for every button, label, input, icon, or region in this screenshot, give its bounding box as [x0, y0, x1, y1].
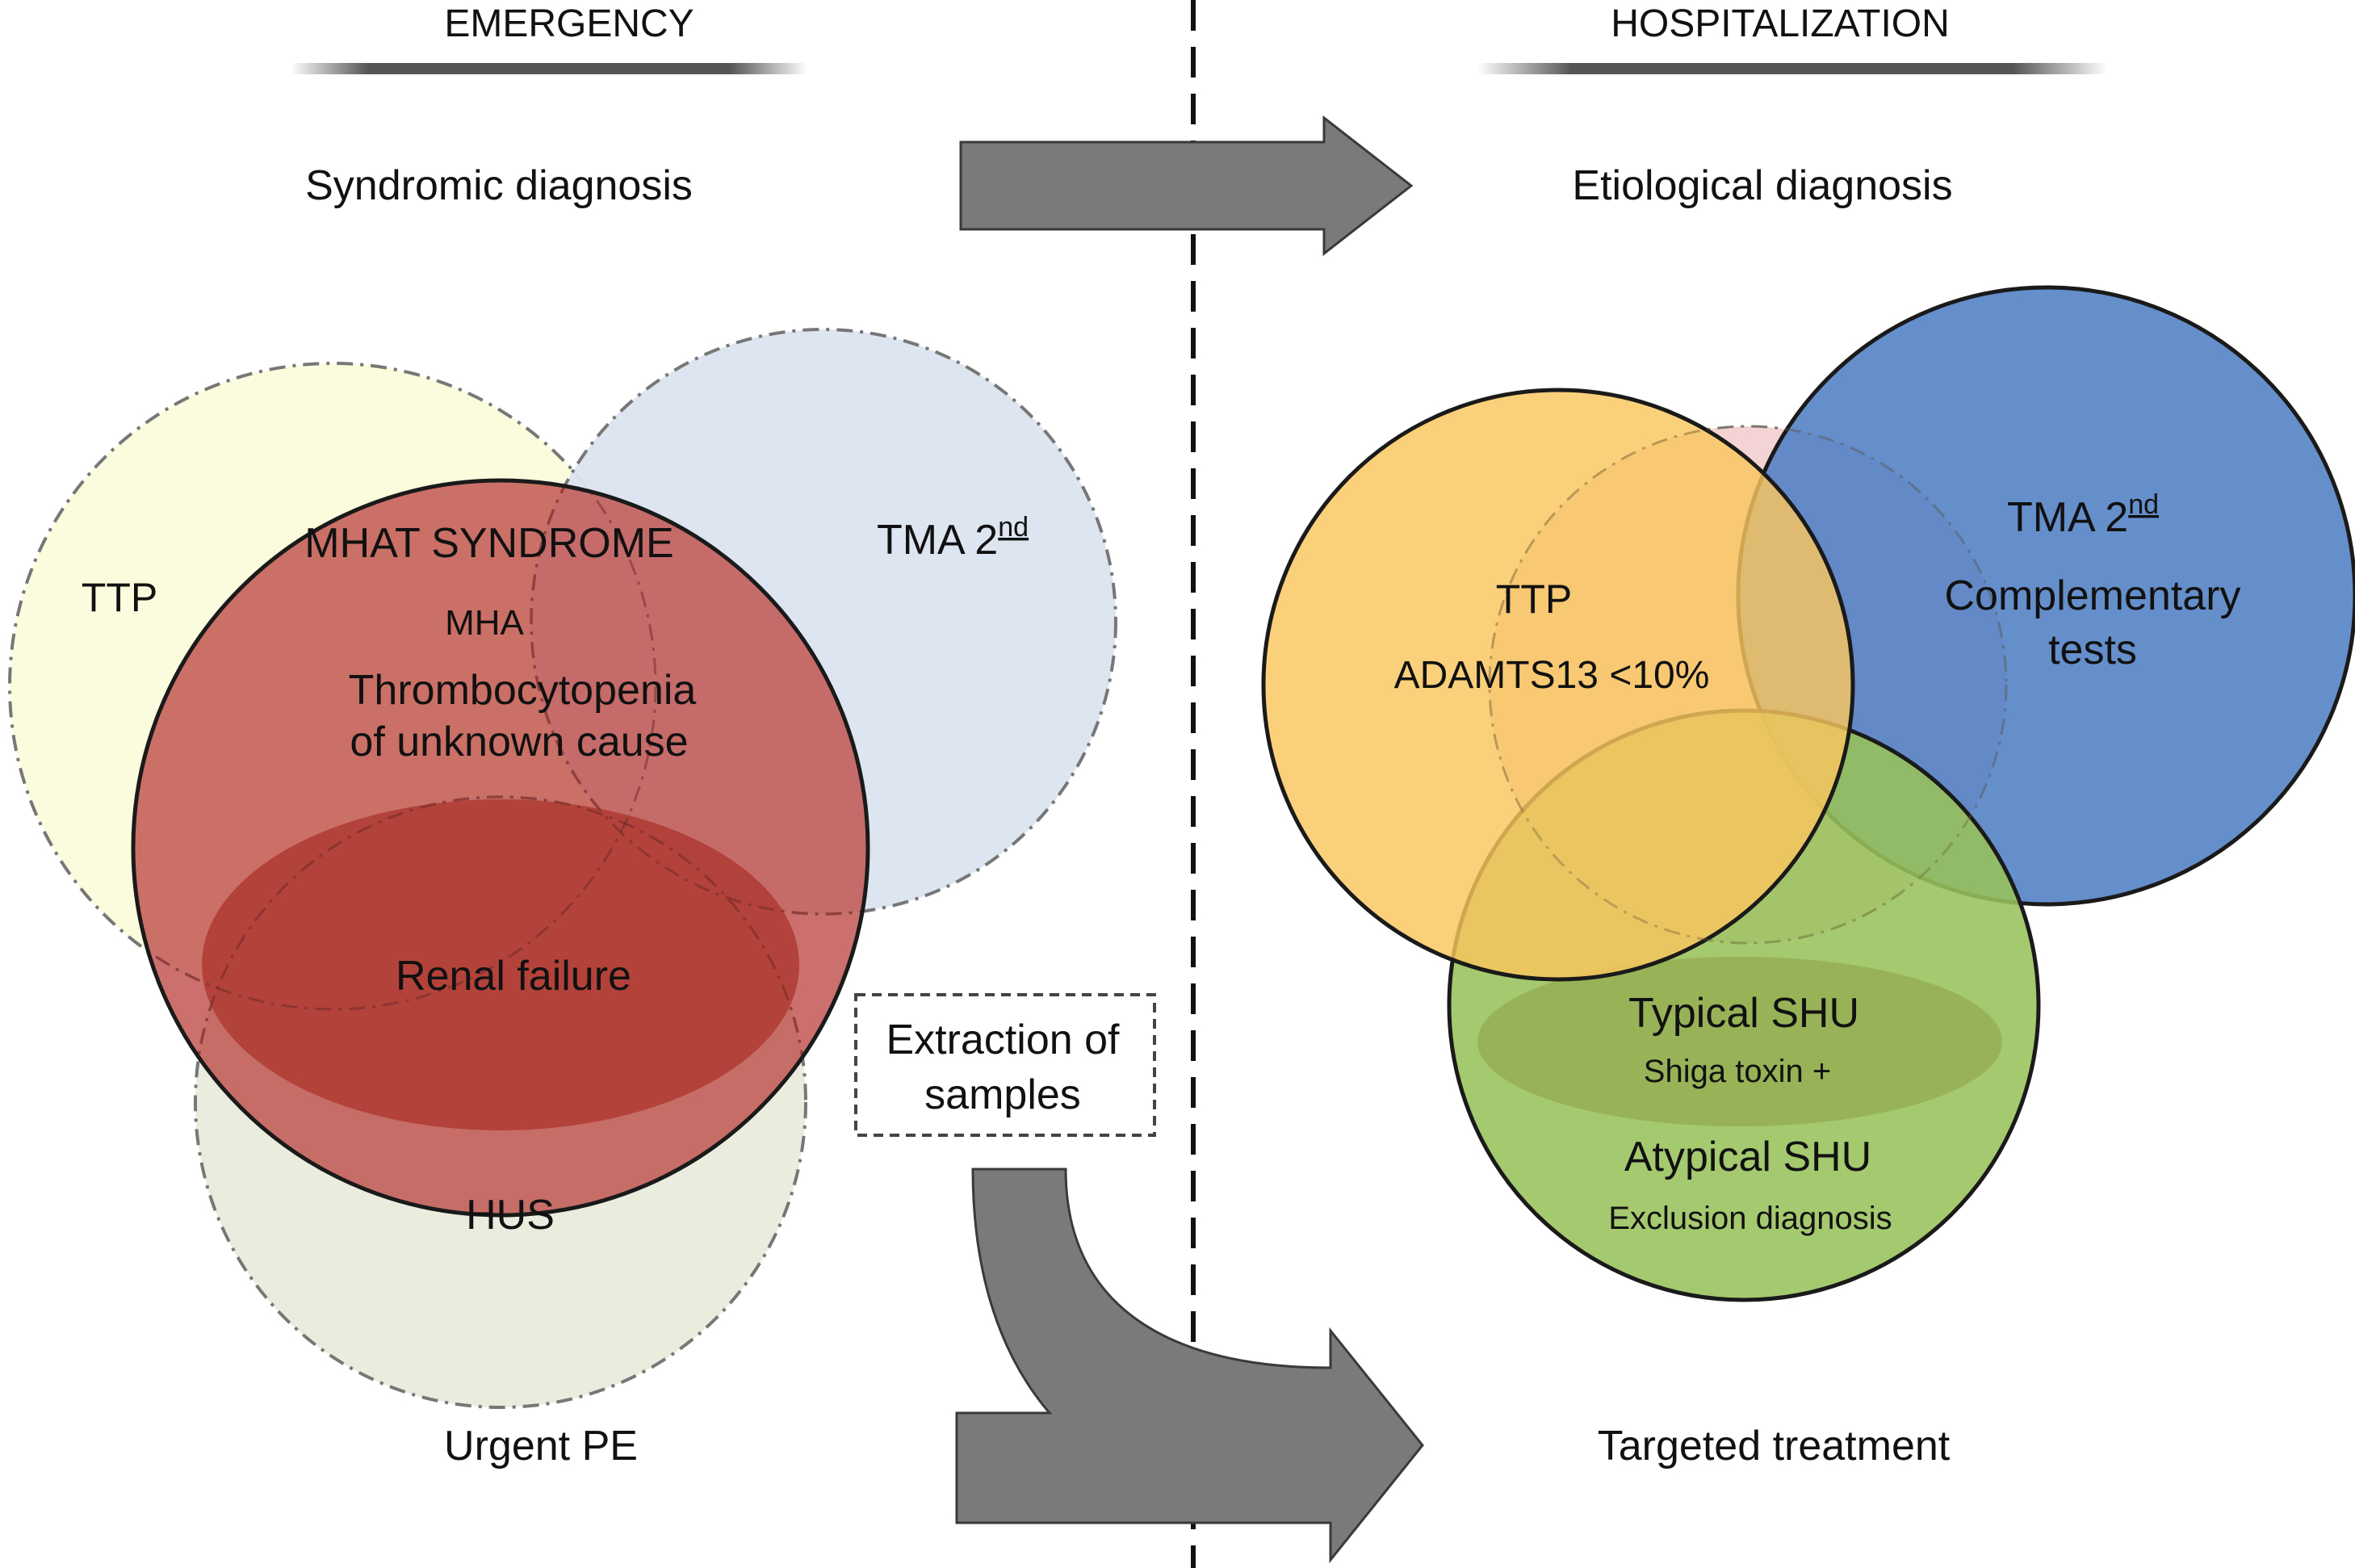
emergency-title: EMERGENCY — [444, 2, 694, 45]
atypical-shu-label: Atypical SHU — [1624, 1134, 1871, 1180]
targeted-treatment-label: Targeted treatment — [1598, 1423, 1951, 1469]
emergency-underline — [291, 63, 807, 74]
adamts13-label: ADAMTS13 <10% — [1394, 654, 1710, 697]
shiga-toxin-label: Shiga toxin + — [1644, 1054, 1831, 1089]
syndromic-diagnosis-label: Syndromic diagnosis — [305, 162, 693, 209]
hospitalization-underline — [1477, 63, 2107, 74]
extraction-line2: samples — [924, 1071, 1081, 1118]
hus-label: HUS — [466, 1192, 555, 1239]
tma-2nd-etiology-label: TMA 2nd — [2007, 489, 2159, 541]
renal-failure-zone — [202, 799, 799, 1130]
typical-shu-zone — [1477, 957, 2002, 1126]
complementary-tests-line2: tests — [2048, 627, 2137, 673]
mha-label: MHA — [445, 603, 524, 643]
ttp-etiology-label: TTP — [1496, 576, 1572, 622]
extraction-box — [854, 993, 1156, 1137]
renal-failure-label: Renal failure — [396, 953, 631, 1000]
extraction-line1: Extraction of — [886, 1017, 1120, 1063]
urgent-pe-label: Urgent PE — [444, 1423, 638, 1469]
thrombocytopenia-line2: of unknown cause — [350, 719, 688, 765]
tma-circle-outline — [530, 480, 868, 916]
curved-arrow-icon — [955, 1168, 1424, 1564]
thrombocytopenia-line1: Thrombocytopenia — [349, 667, 697, 714]
mhat-syndrome-label: MHAT SYNDROME — [304, 520, 673, 567]
pink-back-outline — [1488, 425, 2008, 945]
top-arrow-icon — [959, 115, 1414, 257]
mhat-syndrome-border — [131, 478, 870, 1218]
ttp-label: TTP — [82, 575, 157, 620]
tma-2nd-etiology-base: TMA 2 — [2007, 494, 2128, 541]
complementary-tests-line1: Complementary — [1944, 572, 2240, 619]
ttp-orange-circle — [1261, 388, 1855, 982]
ttp-circle-outline — [133, 480, 657, 1011]
typical-shu-label: Typical SHU — [1628, 990, 1859, 1037]
tma-2nd-label: TMA 2nd — [877, 512, 1029, 564]
tma-2nd-sup: nd — [998, 512, 1029, 543]
tma-2nd-etiology-sup: nd — [2128, 489, 2159, 520]
etiological-diagnosis-label: Etiological diagnosis — [1572, 162, 1952, 209]
hospitalization-title: HOSPITALIZATION — [1611, 2, 1950, 45]
exclusion-diagnosis-label: Exclusion diagnosis — [1608, 1201, 1892, 1236]
tma-2nd-base: TMA 2 — [877, 517, 998, 564]
